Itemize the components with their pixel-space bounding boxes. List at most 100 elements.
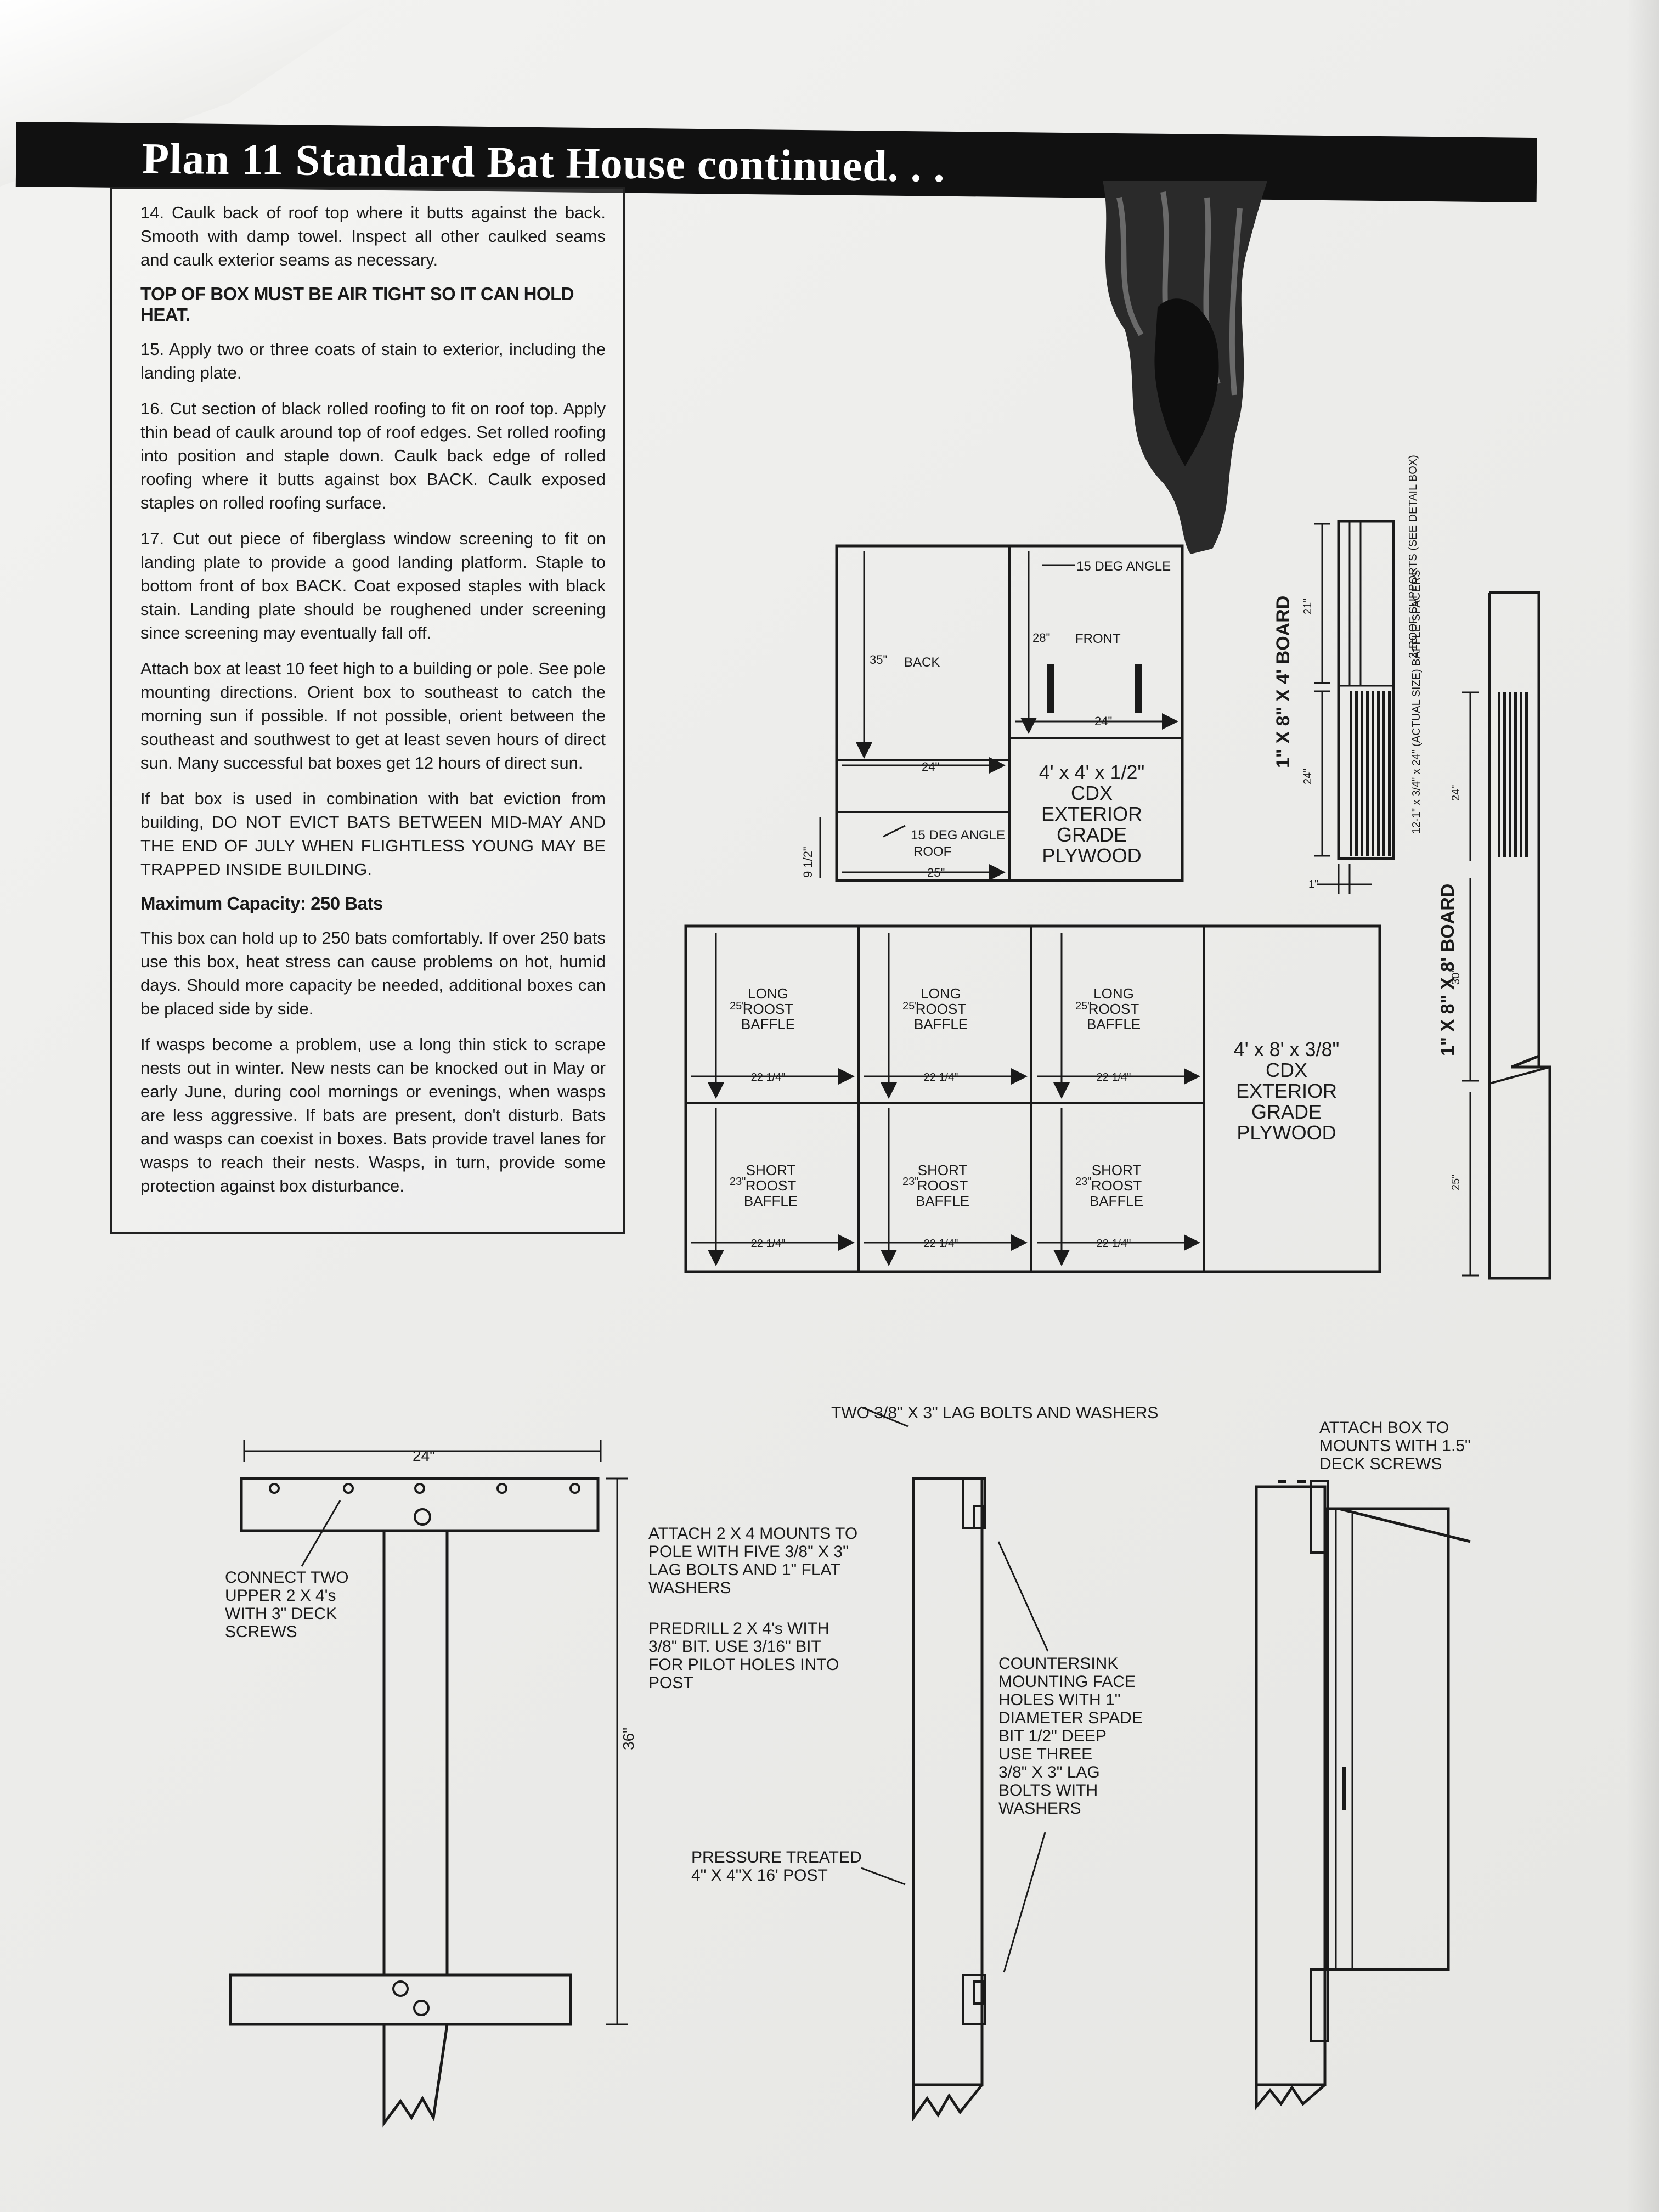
long-baffle-1: LONG ROOST BAFFLE 25" 22 1/4" <box>730 985 795 1084</box>
mounting-note: Attach box at least 10 feet high to a bu… <box>140 659 606 772</box>
back-label: BACK <box>904 655 940 670</box>
mount-front-view <box>229 1440 628 2128</box>
plywood-4x4-cut-diagram <box>819 544 1184 882</box>
front-width-dim: 24" <box>1094 714 1112 728</box>
spec-4x8-line1: 4' x 8' x 3/8" <box>1234 1038 1340 1060</box>
attach-box-line3: DECK SCREWS <box>1319 1455 1442 1473</box>
svg-text:21": 21" <box>1302 599 1314 614</box>
short-baffle-1: SHORT ROOST BAFFLE 23" 22 1/4" <box>730 1162 798 1250</box>
mount-side-view <box>861 1406 1049 2122</box>
svg-text:BAFFLE: BAFFLE <box>741 1016 795 1032</box>
svg-text:23": 23" <box>1075 1176 1091 1188</box>
plywood-4x8-cut-diagram <box>684 924 1381 1273</box>
svg-text:23": 23" <box>902 1176 918 1188</box>
predrill-line3: FOR PILOT HOLES INTO <box>648 1656 839 1674</box>
connect-line1: CONNECT TWO <box>225 1568 349 1587</box>
attach-mounts-line4: WASHERS <box>648 1579 731 1597</box>
svg-text:22 1/4": 22 1/4" <box>924 1071 958 1084</box>
bat-on-bark-illustration <box>1103 181 1267 554</box>
attach-box-line2: MOUNTS WITH 1.5" <box>1319 1437 1471 1455</box>
countersink-line9: WASHERS <box>998 1799 1081 1818</box>
svg-text:24": 24" <box>1302 769 1314 785</box>
svg-text:SHORT: SHORT <box>746 1162 796 1178</box>
connect-line2: UPPER 2 X 4's <box>225 1587 336 1605</box>
spec-4x4-line1: 4' x 4' x 1/2" <box>1039 761 1145 783</box>
predrill-line2: 3/8" BIT. USE 3/16" BIT <box>648 1638 821 1656</box>
wasps-note: If wasps become a problem, use a long th… <box>140 1035 606 1195</box>
svg-text:LONG: LONG <box>748 985 788 1002</box>
baffle-spacers-label: 12-1" x 3/4" x 24" (ACTUAL SIZE) BAFFLE … <box>1410 570 1423 834</box>
attach-mounts-line3: LAG BOLTS AND 1" FLAT <box>648 1561 840 1579</box>
attach-mounts-line2: POLE WITH FIVE 3/8" X 3" <box>648 1543 849 1561</box>
svg-text:ROOST: ROOST <box>1088 1001 1139 1017</box>
countersink-line7: 3/8" X 3" LAG <box>998 1763 1100 1781</box>
capacity-note: This box can hold up to 250 bats comfort… <box>140 928 606 1018</box>
svg-text:25": 25" <box>1075 1000 1091 1012</box>
spec-4x4-line4: GRADE <box>1057 823 1127 846</box>
front-label: FRONT <box>1075 631 1121 646</box>
mount-front-labels: 24" 36" CONNECT TWO UPPER 2 X 4's WITH 3… <box>225 1447 637 1750</box>
predrill-line4: POST <box>648 1674 693 1692</box>
front-height-dim: 28" <box>1032 631 1050 645</box>
svg-text:24": 24" <box>1450 785 1462 801</box>
svg-text:22 1/4": 22 1/4" <box>1097 1238 1131 1250</box>
svg-text:BAFFLE: BAFFLE <box>1087 1016 1141 1032</box>
predrill-line1: PREDRILL 2 X 4's WITH <box>648 1620 830 1638</box>
mounted-box-labels: ATTACH BOX TO MOUNTS WITH 1.5" DECK SCRE… <box>1319 1419 1471 1473</box>
svg-text:22 1/4": 22 1/4" <box>1097 1071 1131 1084</box>
lag-bolts-label: TWO 3/8" X 3" LAG BOLTS AND WASHERS <box>831 1404 1158 1422</box>
countersink-line2: MOUNTING FACE <box>998 1673 1136 1691</box>
board-1x8x8-labels: 1" X 8" X 8' BOARD 24" 30" 25" <box>1437 785 1462 1190</box>
spec-4x4-line3: EXTERIOR <box>1041 803 1142 825</box>
svg-text:ROOST: ROOST <box>743 1001 794 1017</box>
long-baffle-2: LONG ROOST BAFFLE 25" 22 1/4" <box>902 985 968 1084</box>
svg-text:25": 25" <box>1450 1175 1462 1190</box>
svg-text:23": 23" <box>730 1176 746 1188</box>
eviction-note: If bat box is used in combination with b… <box>140 789 606 879</box>
roof-angle-label: 15 DEG ANGLE <box>911 828 1005 843</box>
spec-4x8-line2: CDX <box>1266 1059 1307 1081</box>
mount-height-dim: 36" <box>620 1728 637 1750</box>
svg-text:ROOST: ROOST <box>917 1177 968 1194</box>
board-1x8x8-diagram <box>1462 591 1551 1280</box>
spec-4x8-line3: EXTERIOR <box>1236 1080 1337 1102</box>
countersink-line1: COUNTERSINK <box>998 1655 1118 1673</box>
roof-label: ROOF <box>913 844 951 859</box>
roof-height-dim: 9 1/2" <box>801 847 815 878</box>
spec-4x4-line2: CDX <box>1071 782 1113 804</box>
front-angle-label: 15 DEG ANGLE <box>1076 559 1171 574</box>
spec-4x8-line5: PLYWOOD <box>1237 1121 1336 1144</box>
step-15: 15. Apply two or three coats of stain to… <box>140 340 606 382</box>
mount-side-labels: TWO 3/8" X 3" LAG BOLTS AND WASHERS ATTA… <box>648 1404 1158 1884</box>
step-16: 16. Cut section of black rolled roofing … <box>140 399 606 512</box>
svg-text:22 1/4": 22 1/4" <box>751 1238 786 1250</box>
svg-text:30": 30" <box>1450 969 1462 985</box>
svg-text:1": 1" <box>1308 878 1318 890</box>
svg-text:22 1/4": 22 1/4" <box>751 1071 786 1084</box>
svg-text:BAFFLE: BAFFLE <box>1090 1193 1143 1209</box>
capacity-heading: Maximum Capacity: 250 Bats <box>140 893 383 913</box>
back-height-dim: 35" <box>870 653 887 667</box>
back-width-dim: 24" <box>922 760 939 774</box>
board-1x8x8-label: 1" X 8" X 8' BOARD <box>1437 884 1458 1056</box>
instructions-box: 14. Caulk back of roof top where it butt… <box>110 187 625 1234</box>
svg-text:ROOST: ROOST <box>916 1001 967 1017</box>
svg-text:ROOST: ROOST <box>1091 1177 1142 1194</box>
mounted-box-view <box>1255 1480 1471 2111</box>
svg-text:ROOST: ROOST <box>746 1177 797 1194</box>
svg-text:LONG: LONG <box>1093 985 1134 1002</box>
svg-text:BAFFLE: BAFFLE <box>744 1193 798 1209</box>
svg-text:25": 25" <box>902 1000 918 1012</box>
post-line1: PRESSURE TREATED <box>691 1848 862 1866</box>
svg-text:BAFFLE: BAFFLE <box>914 1016 968 1032</box>
countersink-line8: BOLTS WITH <box>998 1781 1098 1799</box>
long-baffle-3: LONG ROOST BAFFLE 25" 22 1/4" <box>1075 985 1141 1084</box>
plywood-4x8-outline <box>684 924 1381 1273</box>
airtight-warning: TOP OF BOX MUST BE AIR TIGHT SO IT CAN H… <box>140 284 574 325</box>
short-baffle-3: SHORT ROOST BAFFLE 23" 22 1/4" <box>1075 1162 1143 1250</box>
svg-text:LONG: LONG <box>921 985 961 1002</box>
paper-edge-shadow <box>1626 0 1659 2212</box>
countersink-line3: HOLES WITH 1" <box>998 1691 1120 1709</box>
post-line2: 4" X 4"X 16' POST <box>691 1866 828 1884</box>
